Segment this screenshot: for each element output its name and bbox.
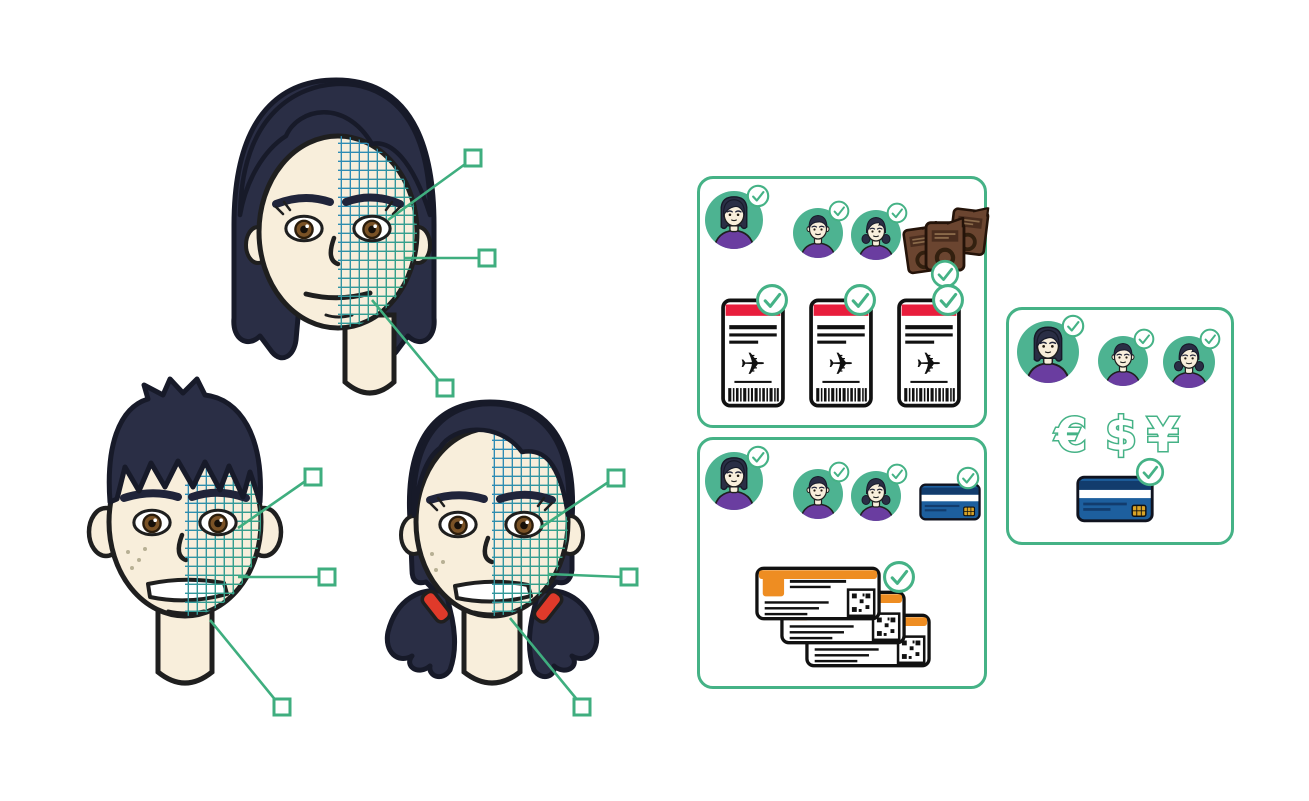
currency-dollar-icon: $ (1103, 408, 1138, 462)
check-icon (1199, 328, 1221, 350)
currency-euro: € (1054, 410, 1087, 462)
girl-hair-bangs (411, 401, 571, 518)
check-icon (746, 445, 770, 469)
check-icon (1135, 457, 1165, 487)
panel-id-cards (697, 437, 987, 689)
currency-yen: ¥ (1147, 410, 1179, 462)
man-neck (155, 605, 215, 686)
face-scan-illustration (86, 77, 639, 717)
callout-marker (572, 697, 592, 717)
girl-freckles (430, 552, 445, 572)
currency-euro-icon: € (1052, 410, 1088, 462)
callout-marker (477, 248, 497, 268)
panel-payment: € $ ¥ (1006, 307, 1234, 545)
face-girl-pigtails (384, 399, 600, 686)
check-icon (828, 200, 850, 222)
currency-yen-icon: ¥ (1145, 410, 1180, 462)
callout-marker (272, 697, 292, 717)
callout-marker (303, 467, 323, 487)
callout-marker (606, 468, 626, 488)
man-freckles (126, 547, 147, 570)
check-icon (755, 283, 789, 317)
check-icon (956, 466, 980, 490)
check-icon (1061, 314, 1085, 338)
check-icon (746, 184, 770, 208)
panel-passports-boarding-passes (697, 176, 987, 428)
scan-callouts (208, 148, 639, 717)
woman-neck (342, 312, 397, 396)
callout-marker (463, 148, 483, 168)
check-icon (886, 463, 908, 485)
currency-dollar: $ (1105, 408, 1137, 461)
callout-marker (317, 567, 337, 587)
callout-marker (619, 567, 639, 587)
face-adult-woman (231, 77, 437, 396)
callout-marker (435, 378, 455, 398)
id-card-icon (755, 566, 881, 621)
girl-hairtie-right (532, 589, 564, 624)
check-icon (828, 461, 850, 483)
check-icon (843, 283, 877, 317)
girl-neck (461, 607, 523, 686)
check-icon (882, 560, 916, 594)
check-icon (931, 283, 965, 317)
man-hair (106, 376, 263, 505)
girl-hairtie-left (420, 589, 452, 624)
check-icon (1133, 328, 1155, 350)
face-adult-man (86, 376, 284, 686)
check-icon (886, 202, 908, 224)
